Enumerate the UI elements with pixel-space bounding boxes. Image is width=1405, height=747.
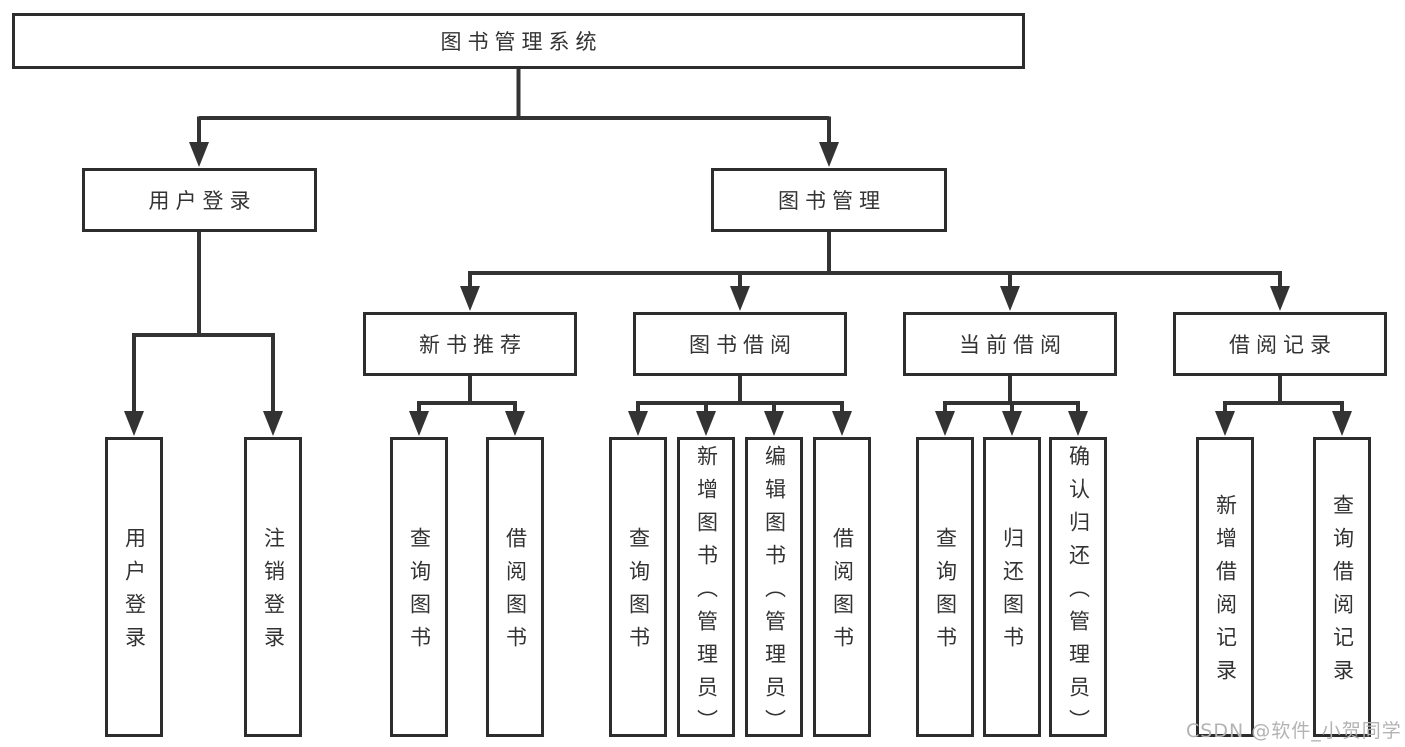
node-library-system: 图书管理系统 [12,13,1025,69]
leaf-label: 查询借阅记录 [1330,494,1355,692]
leaf-label: 查询图书 [933,527,958,659]
arrowhead [1332,411,1352,436]
arrowhead [696,411,716,436]
leaf-label: 注销登录 [261,527,286,659]
leaf-query-books-borrow: 查询图书 [609,437,667,737]
connector-login-split [132,229,275,414]
node-book-management: 图书管理 [711,168,947,232]
arrowheads-login-split [124,411,283,436]
connector-mgmt-split [468,229,1282,289]
leaf-edit-books-admin: 编辑图书（管理员） [745,437,803,742]
leaf-borrow-books: 借阅图书 [813,437,871,737]
node-new-book-recommend: 新书推荐 [363,312,577,376]
node-label: 当前借阅 [959,333,1067,357]
connector-borrow-split [636,373,844,413]
arrowhead [1215,411,1235,436]
node-book-borrow: 图书借阅 [633,312,847,376]
leaf-label: 编辑图书（管理员） [762,444,787,742]
arrowhead [935,411,955,436]
arrowhead [1270,286,1290,311]
leaf-label: 用户登录 [122,527,147,659]
node-label: 图书管理系统 [440,30,603,54]
leaf-label: 确认归还（管理员） [1066,444,1091,742]
arrowhead [409,411,429,436]
node-borrow-records: 借阅记录 [1173,312,1387,376]
arrowheads-borrow-split [628,411,852,436]
csdn-watermark: CSDN @软件_小贺同学 [1186,720,1402,742]
leaf-add-books-admin: 新增图书（管理员） [677,437,735,742]
arrowhead [764,411,784,436]
node-label: 图书管理 [778,189,886,213]
leaf-query-borrow-record: 查询借阅记录 [1313,437,1371,737]
connector-newrec-split [417,373,517,413]
node-label: 用户登录 [148,189,257,213]
leaf-label: 查询图书 [626,527,651,659]
leaf-label: 查询图书 [407,527,432,659]
arrowhead [628,411,648,436]
leaf-label: 新增借阅记录 [1213,494,1238,692]
arrowhead [1068,411,1088,436]
leaf-label: 借阅图书 [503,527,528,659]
leaf-label: 新增图书（管理员） [694,444,719,742]
connector-current-split [943,373,1080,413]
arrowhead [819,142,839,167]
leaf-query-books-current: 查询图书 [916,437,974,737]
node-label: 图书借阅 [689,333,797,357]
connector-record-split [1223,373,1344,413]
leaf-borrow-books-newrec: 借阅图书 [486,437,544,737]
arrowhead [1002,411,1022,436]
arrowheads-record-split [1215,411,1352,436]
arrowhead [189,142,209,167]
leaf-user-login: 用户登录 [105,437,163,737]
leaf-query-books-newrec: 查询图书 [390,437,448,737]
leaf-confirm-return-admin: 确认归还（管理员） [1049,437,1107,742]
arrowheads-root-split [189,142,839,167]
node-label: 新书推荐 [419,333,527,357]
arrowhead [832,411,852,436]
leaf-return-books: 归还图书 [983,437,1041,737]
arrowhead [263,411,283,436]
node-user-login: 用户登录 [82,168,317,232]
leaf-label: 借阅图书 [830,527,855,659]
connector-root-split [197,66,831,146]
leaf-label: 归还图书 [1000,527,1025,659]
leaf-add-borrow-record: 新增借阅记录 [1196,437,1254,737]
arrowhead [460,286,480,311]
node-label: 借阅记录 [1229,333,1337,357]
arrowhead [124,411,144,436]
arrowhead [505,411,525,436]
arrowhead [1000,286,1020,311]
node-current-borrow: 当前借阅 [903,312,1117,376]
arrowheads-current-split [935,411,1088,436]
arrowhead [730,286,750,311]
leaf-logout: 注销登录 [244,437,302,737]
arrowheads-newrec-split [409,411,525,436]
arrowheads-mgmt-split [460,286,1290,311]
